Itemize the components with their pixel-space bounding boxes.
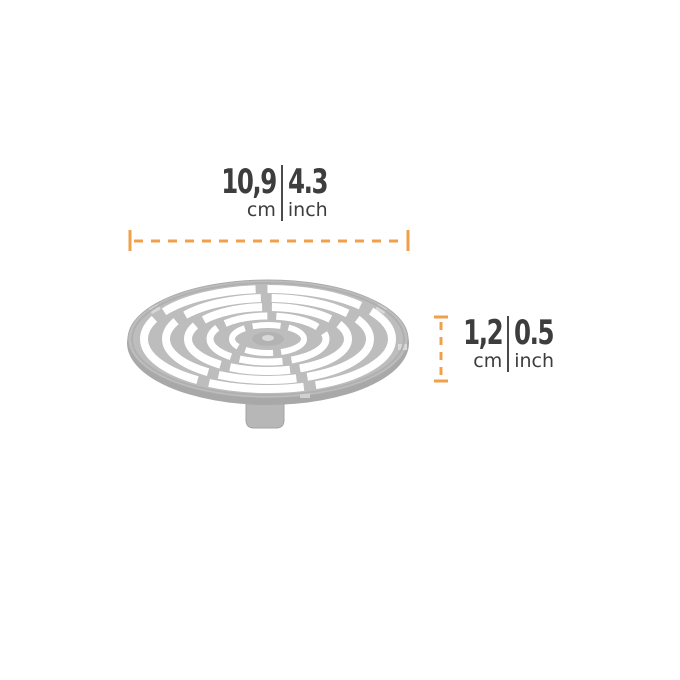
width-imperial: 4.3 inch [283,165,342,221]
height-dimension-line [434,315,448,383]
width-separator [280,165,283,221]
height-imperial-unit: inch [514,350,555,372]
height-metric: 1,2 cm [448,316,507,372]
drain-grate [127,279,409,429]
width-metric: 10,9 cm [200,165,281,221]
height-separator [507,316,510,372]
width-imperial-value: 4.3 [287,162,328,202]
width-dimension-label: 10,9 cm 4.3 inch [200,165,342,221]
height-imperial: 0.5 inch [509,316,568,372]
width-metric-value: 10,9 [221,162,277,202]
height-imperial-value: 0.5 [514,313,554,353]
width-imperial-unit: inch [287,199,328,221]
height-dimension-label: 1,2 cm 0.5 inch [448,316,568,372]
height-metric-unit: cm [473,350,503,372]
height-metric-value: 1,2 [463,313,503,353]
width-metric-unit: cm [246,199,276,221]
width-dimension-line [128,230,410,251]
